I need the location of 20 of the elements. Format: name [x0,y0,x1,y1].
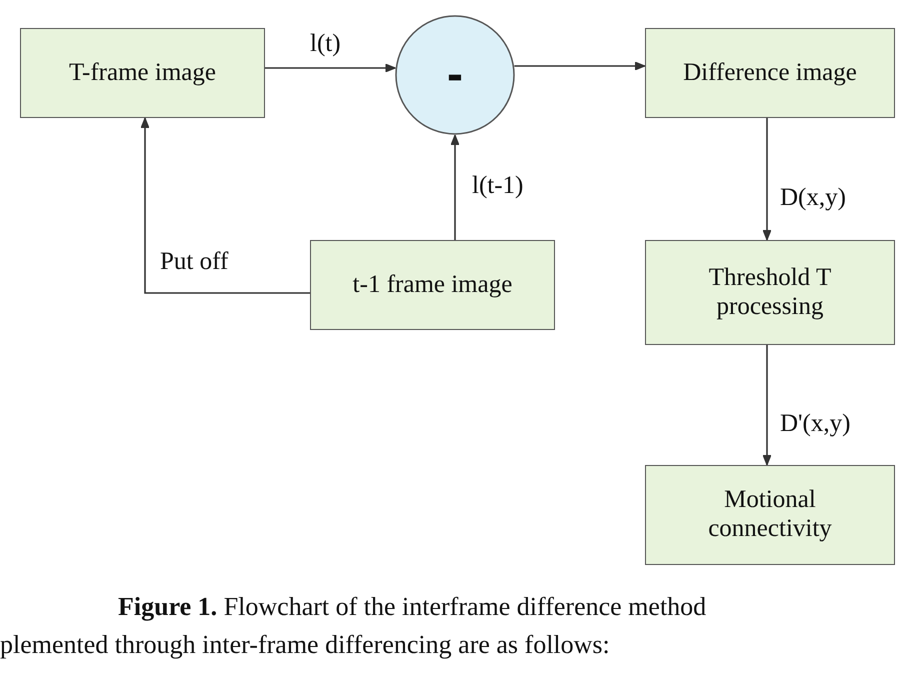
node-label: Threshold T processing [708,264,832,322]
body-text: plemented through inter-frame differencing are as follows: [0,630,610,660]
node-label: t-1 frame image [352,270,512,300]
operator-circle [395,15,515,135]
process-box [20,28,265,118]
arrow [140,118,310,294]
arrow [450,134,460,240]
arrow [762,345,772,466]
node-label: Difference image [683,58,857,88]
arrow [265,64,396,72]
process-box [645,465,895,565]
process-box [645,240,895,345]
operator-symbol: - [447,47,463,103]
process-box [645,28,895,118]
figure-caption: Figure 1. Flowchart of the interframe difference method [118,592,706,622]
node-label: T-frame image [69,58,216,88]
node-label: Motional connectivity [707,486,833,544]
arrow [514,62,646,70]
process-box [310,240,555,330]
arrow [762,118,772,240]
